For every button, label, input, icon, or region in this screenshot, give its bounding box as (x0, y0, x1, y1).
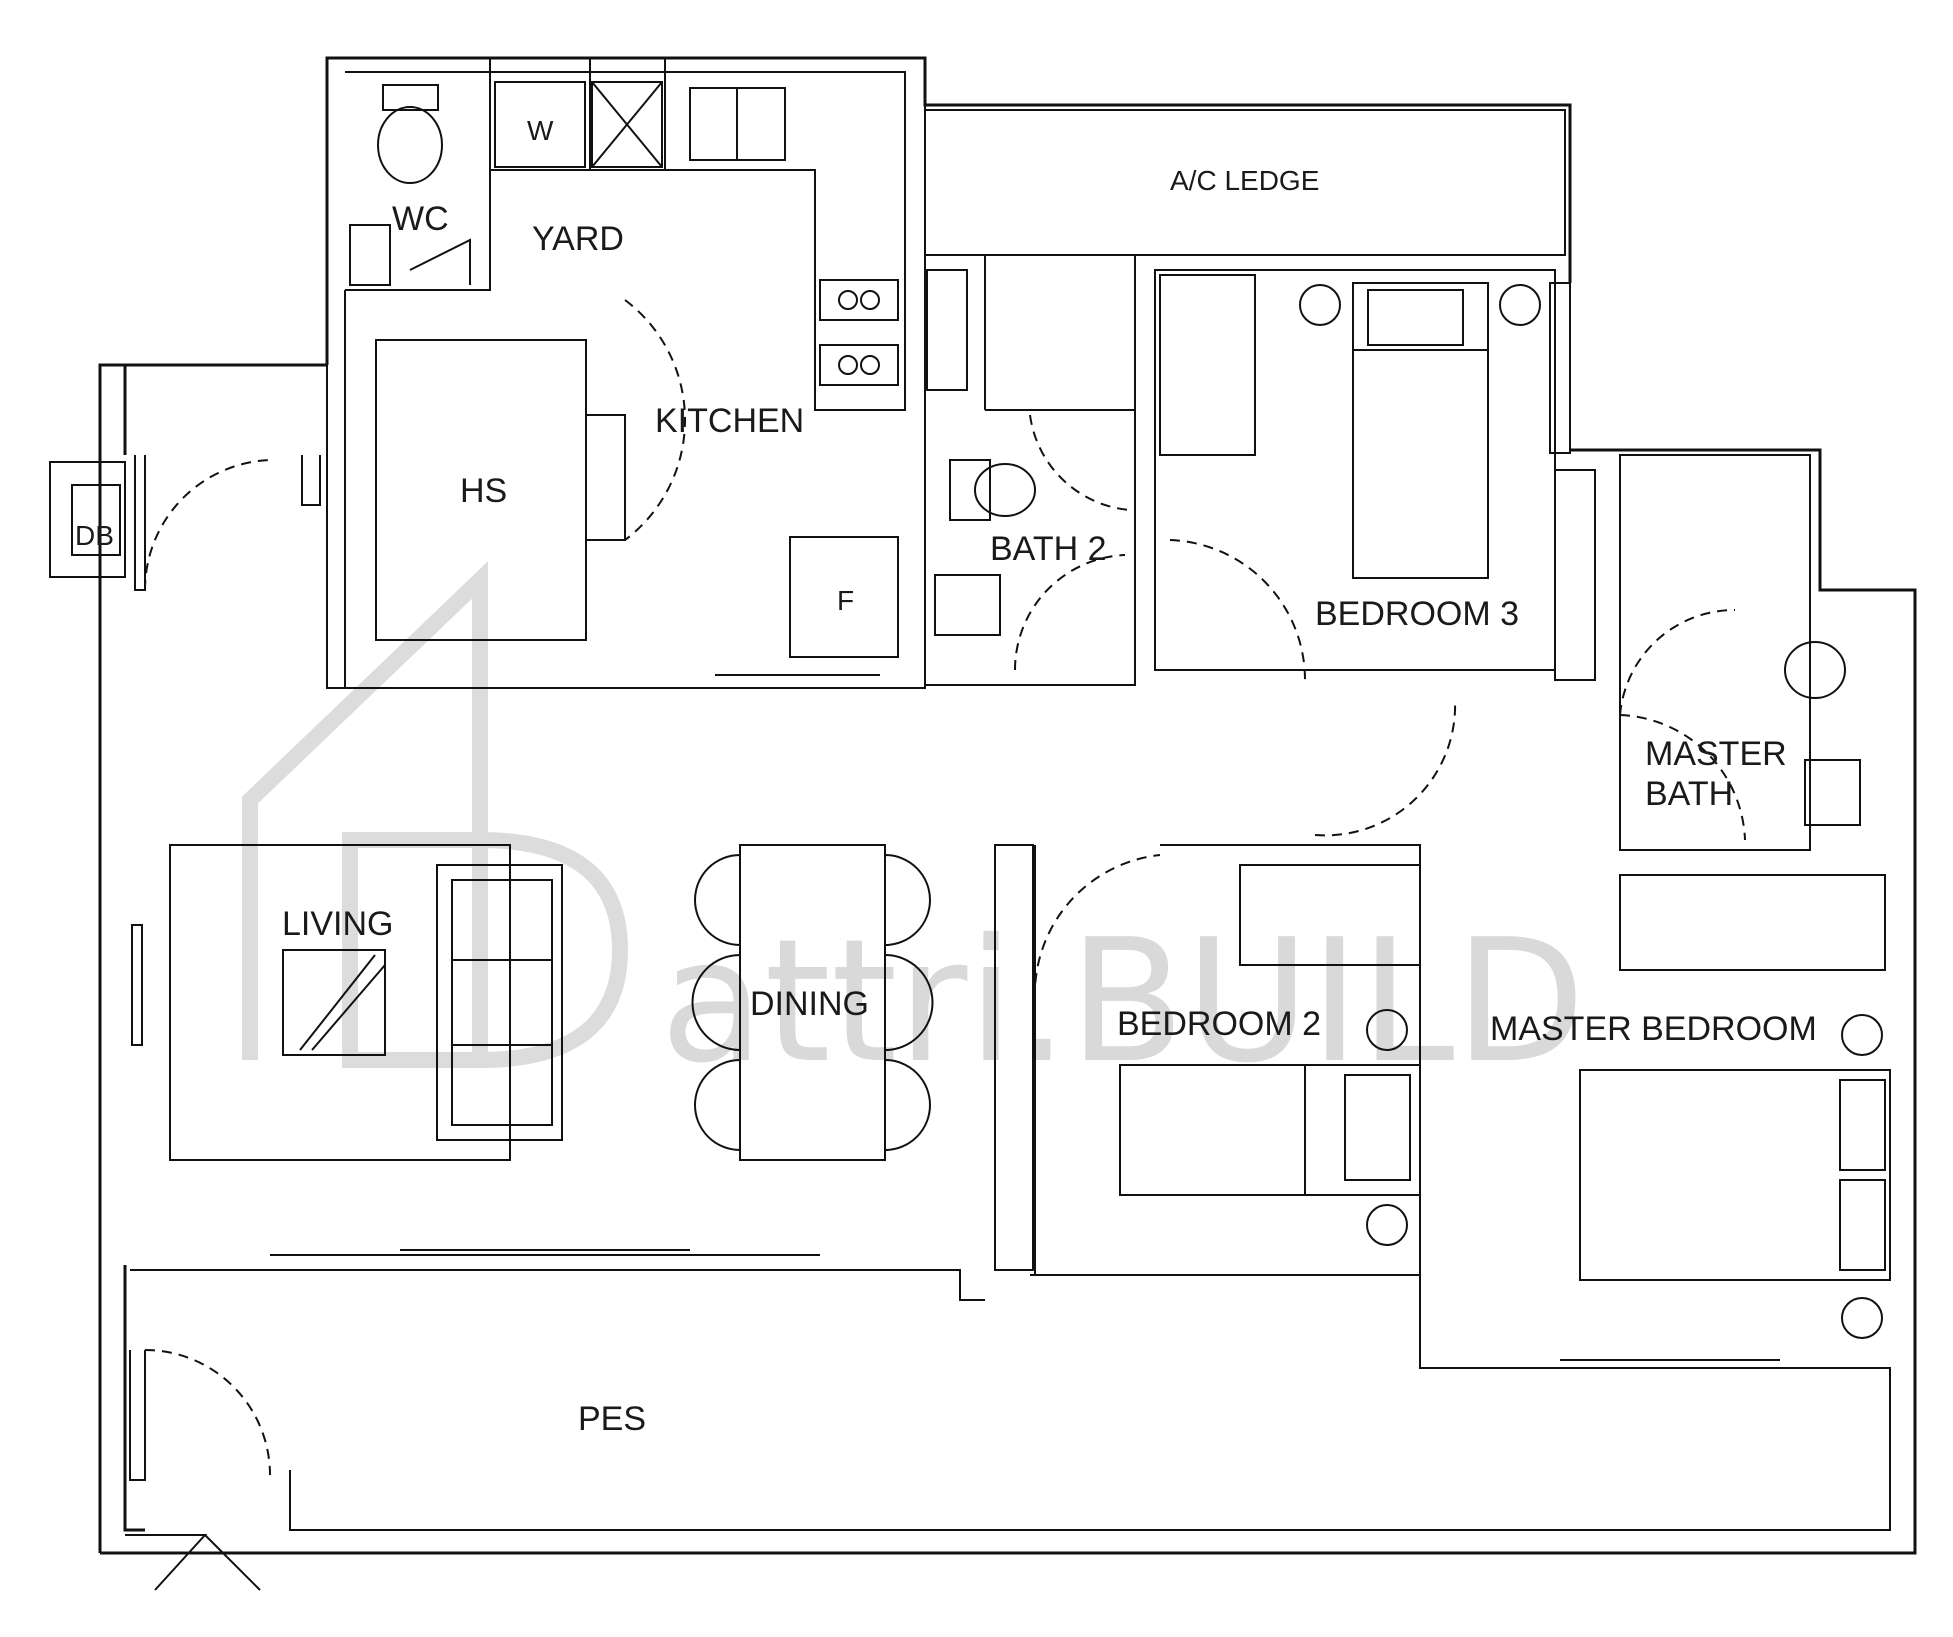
label-ac-ledge: A/C LEDGE (1170, 165, 1319, 196)
bath2-basin (934, 574, 1001, 636)
left-window (131, 924, 143, 1046)
bath2-shower-screen (926, 269, 968, 391)
bedroom3-side-lamp-right (1499, 284, 1541, 326)
bath2 (924, 254, 1136, 686)
bedroom2-bed (1119, 1064, 1421, 1196)
watermark: attri.BUILD (242, 561, 1585, 1101)
label-yard: YARD (532, 220, 624, 258)
wc-toilet (377, 106, 443, 184)
outer-walls (49, 56, 1917, 1555)
label-f: F (837, 585, 854, 616)
sofa (436, 864, 563, 1141)
washer (494, 81, 586, 168)
label-dining: DINING (750, 985, 869, 1023)
living-dining (169, 844, 1034, 1271)
label-pes: PES (578, 1400, 646, 1438)
db-cabinet (49, 461, 126, 578)
room-labels: WC W YARD A/C LEDGE DB HS KITCHEN F BATH… (75, 115, 1817, 1438)
label-wc: WC (392, 200, 449, 238)
master-wardrobe (1619, 874, 1886, 971)
master-pillow-1 (1839, 1079, 1886, 1171)
bedroom3-bed (1352, 282, 1489, 579)
bedroom2-pillow (1344, 1074, 1411, 1181)
fridge (789, 536, 899, 658)
master-bed (1579, 1069, 1891, 1281)
bedroom3-pillow (1367, 289, 1464, 346)
master-bath-shower-screen (1554, 469, 1596, 681)
wc-basin (349, 224, 391, 286)
label-bedroom2: BEDROOM 2 (1117, 1005, 1321, 1043)
label-kitchen: KITCHEN (655, 402, 804, 440)
ac-ledge (924, 109, 1566, 256)
bedroom2 (1033, 699, 1457, 1276)
label-master-bath-line1: MASTER (1645, 735, 1787, 773)
bath2-toilet (974, 463, 1036, 517)
label-hs: HS (460, 472, 507, 510)
watermark-text: attri.BUILD (660, 903, 1585, 1101)
bedroom2-wardrobe (1239, 864, 1421, 966)
service-walls (134, 57, 926, 689)
label-master-bath-line2: BATH (1645, 775, 1733, 813)
hs-room (375, 339, 587, 641)
label-bedroom3: BEDROOM 3 (1315, 595, 1519, 633)
master-bath-toilet (1784, 641, 1846, 699)
label-bath2: BATH 2 (990, 530, 1107, 568)
master-lamp-bottom (1841, 1297, 1883, 1339)
tv (282, 949, 386, 1056)
master-bath (1554, 454, 1861, 851)
master-bath-basin (1804, 759, 1861, 826)
yard-sink (591, 81, 663, 168)
hob-2 (819, 344, 899, 386)
bedroom2-lamp-top (1366, 1009, 1408, 1051)
living-rug (169, 844, 511, 1161)
dining-table (739, 844, 886, 1161)
bath2-toilet-cistern (949, 459, 991, 521)
label-db: DB (75, 520, 114, 551)
master-pillow-2 (1839, 1179, 1886, 1271)
bedroom3-wardrobe (1159, 274, 1256, 456)
master-lamp-top (1841, 1014, 1883, 1056)
bedroom3-side-lamp-left (1299, 284, 1341, 326)
pes-door (125, 1349, 271, 1591)
bedroom2-lamp-bottom (1366, 1204, 1408, 1246)
label-w: W (527, 115, 554, 146)
master-bedroom (1560, 874, 1891, 1361)
label-living: LIVING (282, 905, 393, 943)
label-master-bedroom: MASTER BEDROOM (1490, 1010, 1817, 1048)
hob-1 (819, 279, 899, 321)
